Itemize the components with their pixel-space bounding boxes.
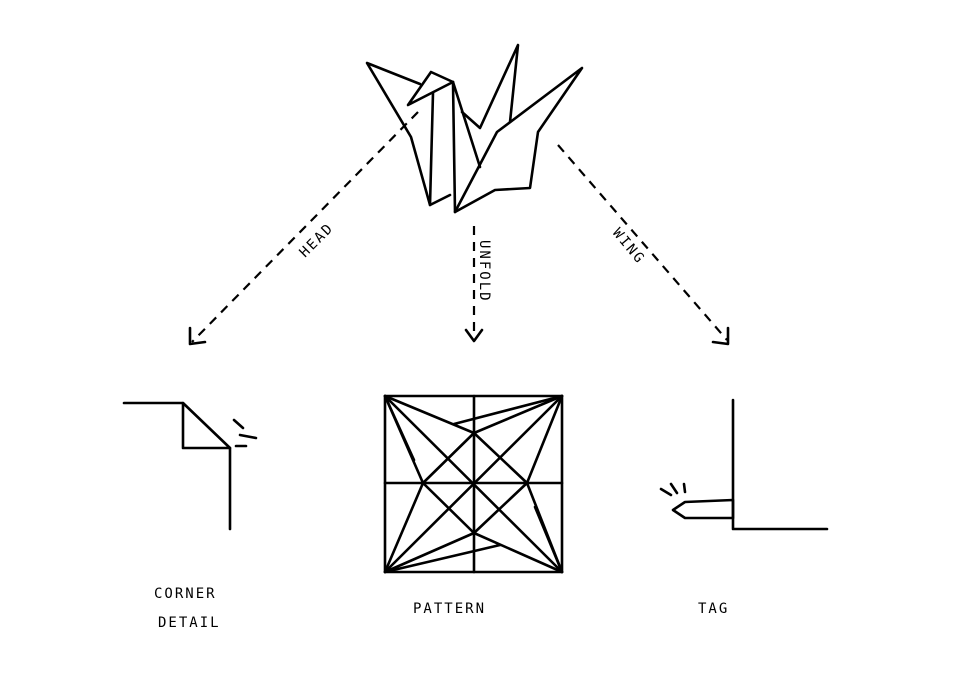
wing-arrow: WING (557, 144, 730, 346)
tag-drawing (659, 398, 829, 531)
wing-label: WING (609, 225, 648, 267)
head-label: HEAD (297, 220, 338, 261)
caption-corner-line1: CORNER (154, 586, 217, 602)
unfold-arrow: UNFOLD (464, 226, 492, 343)
caption-corner-line2: DETAIL (158, 615, 221, 631)
head-arrow: HEAD (188, 111, 419, 346)
caption-pattern: PATTERN (413, 601, 486, 617)
caption-tag: TAG (698, 601, 729, 617)
corner-detail-drawing (122, 401, 258, 531)
unfold-label: UNFOLD (476, 240, 492, 303)
crease-pattern-drawing (383, 394, 564, 574)
origami-crane (365, 43, 584, 214)
